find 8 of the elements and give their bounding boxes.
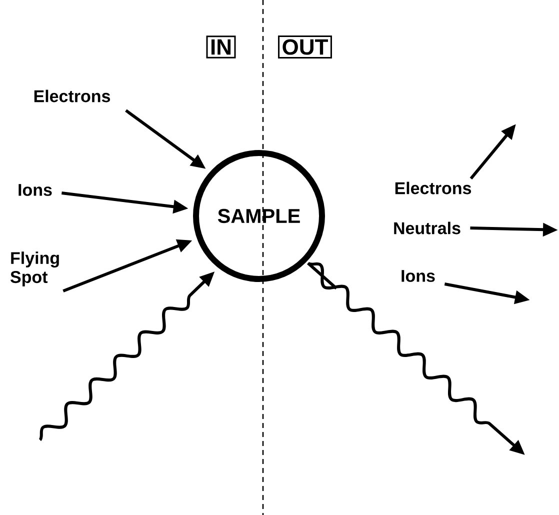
arrow-label: Electrons xyxy=(395,182,472,194)
arrow-label: Electrons xyxy=(34,90,110,102)
label-box: OUT xyxy=(278,35,332,59)
arrow-label: Neutrals xyxy=(394,222,460,234)
label-box: IN xyxy=(206,36,236,58)
arrow-label: Flying Spot xyxy=(10,252,59,286)
arrow-label: Ions xyxy=(18,184,52,196)
arrow-label: Ions xyxy=(402,270,435,282)
